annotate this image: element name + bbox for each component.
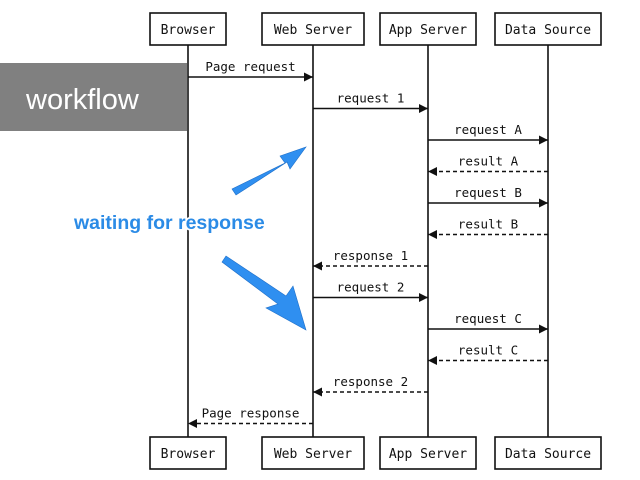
message-label: request 1 <box>337 91 405 106</box>
message-8: request 2 <box>313 280 428 302</box>
actor-data-bottom: Data Source <box>494 436 602 470</box>
message-label: result C <box>458 343 518 358</box>
message-10: result C <box>428 343 548 365</box>
actor-browser-top: Browser <box>149 12 227 46</box>
message-3: request A <box>428 122 548 145</box>
actor-box <box>149 436 227 470</box>
actor-web-bottom: Web Server <box>261 436 365 470</box>
message-6: result B <box>428 217 548 239</box>
message-label: response 1 <box>333 248 408 263</box>
actor-app-bottom: App Server <box>379 436 477 470</box>
actor-box <box>261 12 365 46</box>
actor-web-top: Web Server <box>261 12 365 46</box>
message-1: Page request <box>188 59 313 82</box>
workflow-tag: workflow <box>0 63 187 131</box>
actor-label: Web Server <box>274 447 352 462</box>
message-label: Page request <box>205 59 295 74</box>
message-12: Page response <box>188 406 313 428</box>
actor-label: App Server <box>389 23 467 38</box>
message-label: result B <box>458 217 518 232</box>
actor-box <box>494 436 602 470</box>
actor-label: Data Source <box>505 23 591 38</box>
actor-box <box>379 12 477 46</box>
actor-label: Data Source <box>505 447 591 462</box>
actor-label: Browser <box>161 23 216 38</box>
message-label: request B <box>454 185 522 200</box>
message-2: request 1 <box>313 91 428 113</box>
actor-box <box>149 12 227 46</box>
waiting-callout: waiting for response <box>71 146 307 331</box>
arrow-up-right-icon <box>231 146 307 196</box>
workflow-tag-box <box>0 63 187 131</box>
actor-label: Web Server <box>274 23 352 38</box>
message-label: request 2 <box>337 280 405 295</box>
message-label: response 2 <box>333 374 408 389</box>
message-label: result A <box>458 154 519 169</box>
message-4: result A <box>428 154 548 176</box>
actor-box <box>261 436 365 470</box>
workflow-tag-label: workflow <box>25 84 140 116</box>
actor-box <box>494 12 602 46</box>
actor-data-top: Data Source <box>494 12 602 46</box>
actor-label: App Server <box>389 447 467 462</box>
message-5: request B <box>428 185 548 208</box>
actor-box <box>379 436 477 470</box>
actor-browser-bottom: Browser <box>149 436 227 470</box>
waiting-callout-label: waiting for response <box>73 212 265 234</box>
message-label: request C <box>454 311 522 326</box>
actor-app-top: App Server <box>379 12 477 46</box>
message-label: Page response <box>202 406 300 421</box>
actor-label: Browser <box>161 447 216 462</box>
message-11: response 2 <box>313 374 428 397</box>
message-label: request A <box>454 122 522 137</box>
arrow-down-right-icon <box>221 255 307 331</box>
message-7: response 1 <box>313 248 428 271</box>
message-9: request C <box>428 311 548 334</box>
